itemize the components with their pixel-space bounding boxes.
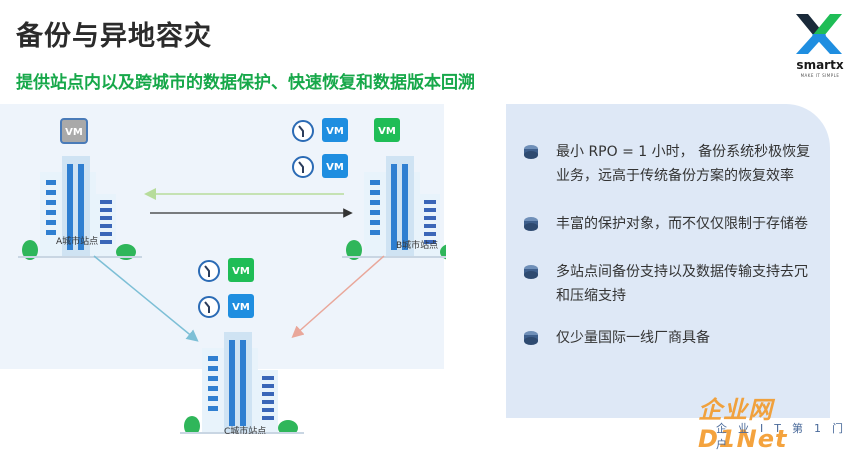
feature-item: 丰富的保护对象，而不仅仅限制于存储卷 <box>522 212 812 236</box>
disk-bullet-icon <box>524 331 538 345</box>
features-panel <box>506 104 830 418</box>
backup-topology-diagram: A城市站点 B城市站点 C城市站点 VM VM VM VM VM VM <box>18 118 446 434</box>
arrow-a-to-c <box>93 255 199 342</box>
clock-icon <box>292 120 314 142</box>
svg-text:VM: VM <box>65 127 83 138</box>
slide-subtitle: 提供站点内以及跨城市的数据保护、快速恢复和数据版本回溯 <box>16 73 475 93</box>
arrow-b-to-c <box>291 255 385 338</box>
site-a-vm: VM <box>60 118 88 144</box>
site-b-vm-green: VM <box>374 118 400 142</box>
watermark-tagline: 企业IT第1门户 <box>716 422 854 451</box>
clock-icon <box>198 296 220 318</box>
svg-text:VM: VM <box>232 302 250 313</box>
svg-text:VM: VM <box>232 266 250 277</box>
site-c-building <box>180 332 304 434</box>
disk-bullet-icon <box>524 145 538 159</box>
site-a-label: A城市站点 <box>56 235 98 247</box>
site-c-vm-blue: VM <box>228 294 254 318</box>
slide-title: 备份与异地容灾 <box>16 21 212 52</box>
disk-bullet-icon <box>524 265 538 279</box>
svg-text:VM: VM <box>326 126 344 137</box>
smartx-logo-icon <box>796 14 842 54</box>
disk-bullet-icon <box>524 217 538 231</box>
site-b-label: B城市站点 <box>396 239 438 251</box>
svg-text:VM: VM <box>326 162 344 173</box>
clock-icon <box>292 156 314 178</box>
feature-item: 多站点间备份支持以及数据传输支持去冗和压缩支持 <box>522 260 812 308</box>
feature-item: 仅少量国际一线厂商具备 <box>522 326 812 350</box>
site-b-vm-1: VM <box>322 118 348 142</box>
feature-item: 最小 RPO = 1 小时， 备份系统秒极恢复业务，远高于传统备份方案的恢复效率 <box>522 140 812 188</box>
svg-text:VM: VM <box>378 126 396 137</box>
site-c-label: C城市站点 <box>224 425 266 434</box>
logo-tagline: MAKE IT SIMPLE <box>800 73 840 78</box>
site-b-vm-2: VM <box>322 154 348 178</box>
clock-icon <box>198 260 220 282</box>
site-c-vm-green: VM <box>228 258 254 282</box>
logo-name: smartx <box>796 58 844 72</box>
